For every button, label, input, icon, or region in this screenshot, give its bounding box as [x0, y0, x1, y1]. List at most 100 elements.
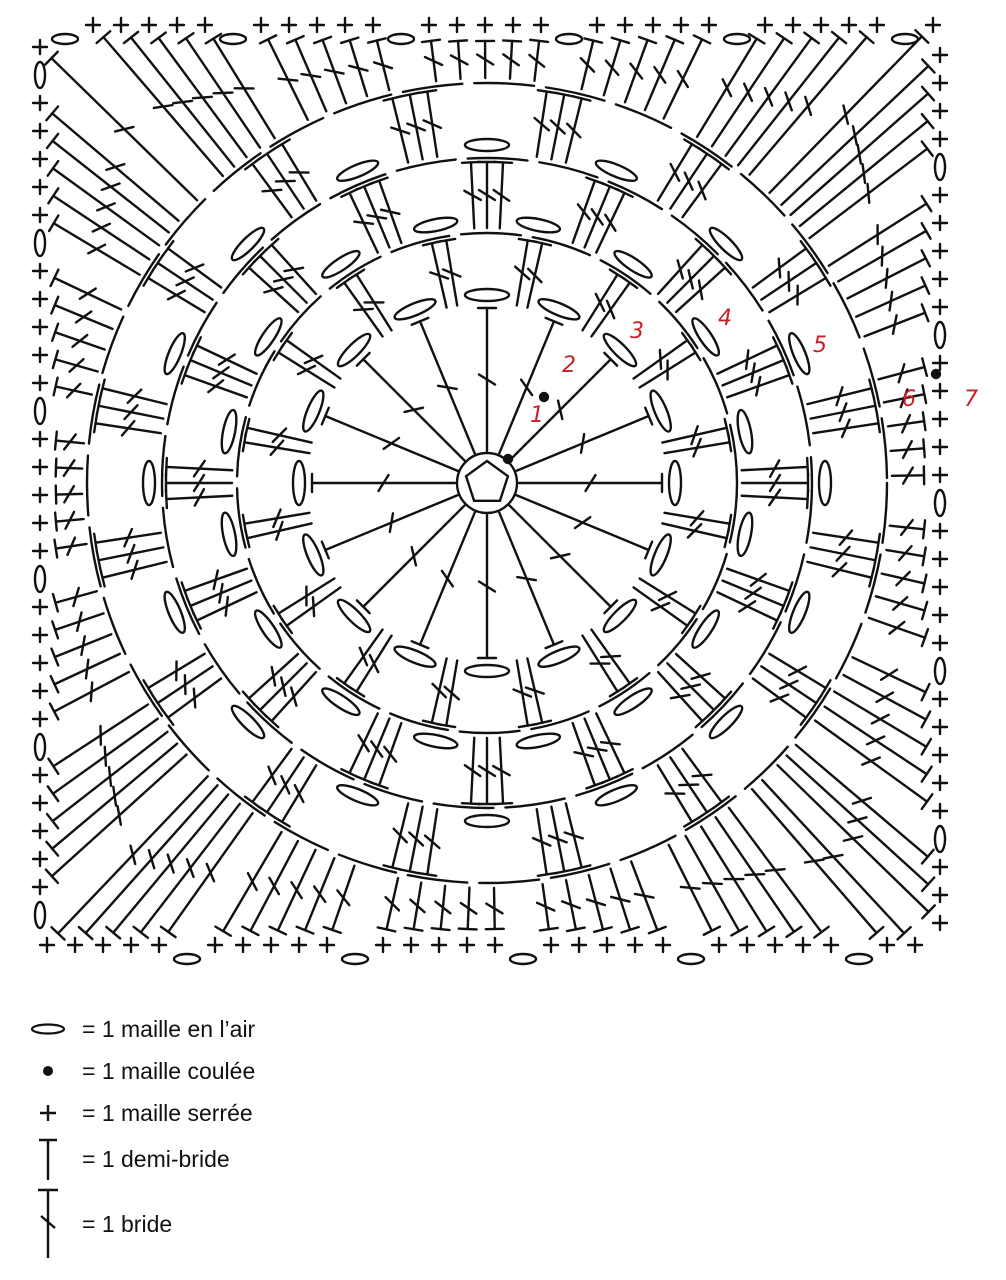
- round6-stitch-top: [858, 30, 875, 45]
- round2-stitch-top: [689, 343, 702, 362]
- round-number-3: 3: [630, 319, 644, 344]
- round3-stitch-top: [180, 581, 189, 601]
- round6-stitch-tick: [409, 898, 426, 914]
- round6-stitch-top: [920, 793, 934, 811]
- round6-stitch-top: [620, 925, 640, 934]
- round6-stitch-tick: [744, 872, 766, 877]
- round3-stitch-tick: [697, 279, 704, 301]
- round3-stitch-tick: [207, 379, 225, 394]
- round6-stitch-top: [647, 925, 667, 935]
- round3-stitch-top: [492, 160, 514, 165]
- round6-stitch-tick: [75, 611, 83, 633]
- round4-stitch-top: [875, 532, 882, 553]
- round6-stitch-tick: [676, 69, 690, 89]
- round6-stitch-tick: [888, 620, 906, 635]
- round3-stitch-top: [340, 767, 359, 779]
- round6-stitch-tick: [96, 202, 116, 212]
- round6-stitch-tick: [884, 267, 889, 289]
- round4-stitch-top: [99, 378, 106, 399]
- slip-stitch: [930, 368, 942, 380]
- round6-stitch-tick: [62, 459, 76, 478]
- round6-stitch-tick: [560, 900, 582, 910]
- round3-stitch-tick: [492, 188, 511, 202]
- round2-stitch-tick: [689, 510, 705, 527]
- round4-stitch-top: [571, 95, 592, 102]
- round3-stitch-tick: [590, 208, 604, 226]
- round4-stitch-top: [92, 532, 99, 553]
- round6-stitch-top: [95, 30, 112, 45]
- round4-stitch-tick: [565, 122, 582, 139]
- round6-stitch-top: [430, 926, 451, 932]
- round1-stitch-tick: [477, 580, 497, 593]
- round6-stitch-top: [132, 925, 150, 940]
- round2-stitch-tick: [692, 437, 702, 458]
- round1-stitch-tick: [410, 545, 418, 567]
- round6-stitch-tick: [116, 804, 123, 826]
- round4-stitch-tick: [184, 263, 205, 273]
- round6-stitch-tick: [372, 61, 394, 70]
- round6-stitch-tick: [290, 881, 303, 900]
- round2-stitch-tick: [431, 682, 448, 699]
- round6-stitch-top: [53, 538, 59, 559]
- round3-stitch-tick: [680, 683, 702, 690]
- round6-stitch-top: [610, 36, 631, 45]
- round6-stitch-top: [49, 674, 60, 694]
- round3-stitch-top: [460, 801, 482, 806]
- chain-oval: [594, 783, 639, 807]
- round2-stitch-top: [517, 722, 538, 729]
- round1-stitch-top: [603, 351, 619, 367]
- round6-stitch-tick: [384, 895, 401, 912]
- round2-stitch-tick: [429, 271, 450, 280]
- round4-stitch-tick: [533, 116, 551, 132]
- round4-stitch-top: [875, 413, 882, 434]
- round4-stitch-tick: [280, 775, 291, 795]
- round3-stitch-tick: [755, 375, 762, 397]
- round3-stitch-tick: [599, 740, 621, 746]
- round4-stitch-tick: [406, 122, 427, 132]
- round3-stitch-tick: [687, 268, 694, 290]
- round6-stitch-tick: [851, 796, 873, 805]
- round4-stitch-top: [161, 239, 175, 257]
- round6-stitch-tick: [861, 756, 881, 766]
- legend-item-single-crochet: = 1 maille serrée: [28, 1092, 255, 1134]
- round6-stitch-top: [920, 303, 930, 323]
- round6-stitch-tick: [784, 91, 793, 112]
- chain-oval: [230, 704, 266, 740]
- round6-stitch-tick: [861, 163, 867, 185]
- round6-stitch-tick: [485, 902, 504, 915]
- round6-stitch-tick: [804, 95, 813, 117]
- chain-oval: [602, 598, 638, 634]
- chain-oval: [708, 704, 744, 740]
- round4-stitch-tick: [423, 834, 441, 850]
- round3-stitch-tick: [463, 189, 483, 202]
- round3-stitch-tick: [370, 740, 384, 758]
- round4-stitch-top: [151, 694, 164, 712]
- round6-stitch-tick: [609, 895, 631, 903]
- round6-stitch-tick: [870, 713, 890, 725]
- round6-stitch-tick: [68, 357, 85, 373]
- round4-stitch-tick: [769, 693, 790, 703]
- round6-stitch-top: [920, 112, 935, 130]
- round6-stitch-tick: [89, 681, 94, 703]
- round6-stitch-tick: [880, 245, 884, 267]
- round3-stitch-tick: [272, 276, 294, 283]
- border-chain-oval: [33, 564, 47, 594]
- round3-stitch-tick: [669, 693, 691, 700]
- round3-stitch-tick: [690, 672, 711, 680]
- round6-stitch-top: [46, 159, 60, 177]
- border-chain-oval: [50, 32, 80, 46]
- round1-stitch-tick: [556, 399, 564, 421]
- round6-stitch-tick: [74, 310, 93, 324]
- round6-stitch-top: [53, 511, 58, 532]
- round6-stitch-top: [565, 926, 586, 933]
- round3-stitch-tick: [280, 676, 287, 698]
- round1-stitch-tick: [519, 378, 534, 397]
- round6-stitch-top: [49, 268, 60, 288]
- round2-stitch-tick: [599, 654, 622, 659]
- chain-oval: [463, 137, 511, 153]
- round1-stitch-tick: [377, 473, 390, 493]
- round3-stitch-tick: [676, 259, 684, 280]
- chain-oval: [649, 533, 672, 577]
- round6-stitch-tick: [129, 844, 137, 866]
- round6-stitch-top: [637, 35, 658, 45]
